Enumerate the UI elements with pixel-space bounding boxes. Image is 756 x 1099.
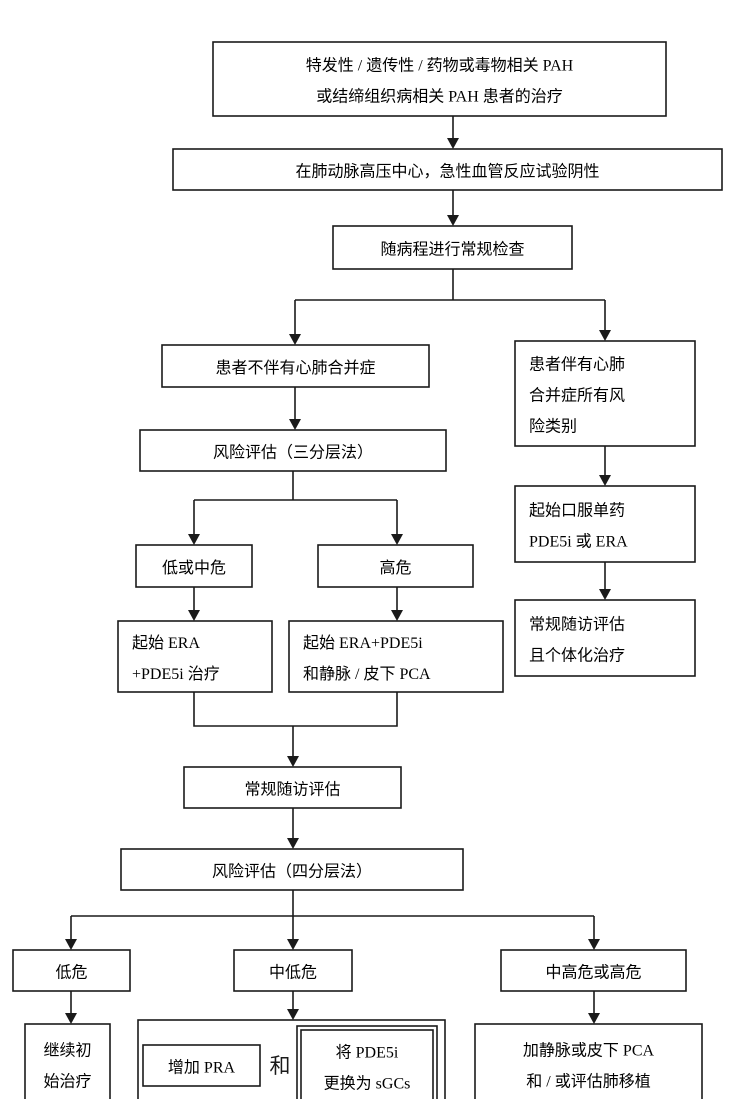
arrow-followup-to-risk4-head — [287, 838, 299, 849]
node-low — [12, 949, 131, 992]
followup-text-line: 常规随访评估 — [244, 781, 340, 799]
node-add-iv — [474, 1023, 703, 1099]
start-era-pca-text-line: 和静脉 / 皮下 PCA — [303, 665, 431, 683]
node-box — [117, 620, 273, 693]
midlow-text-line: 中低危 — [269, 964, 317, 982]
arrow-lowmid-to-start-head — [188, 610, 200, 621]
followup-ind-text-line: 且个体化治疗 — [529, 647, 625, 665]
node-midhigh — [500, 949, 687, 992]
line-merge — [193, 692, 398, 727]
node-box — [183, 766, 402, 809]
node-box — [332, 225, 573, 270]
node-box — [212, 41, 667, 117]
node-box — [12, 949, 131, 992]
arrow-to-low-head — [65, 939, 77, 950]
node-vaso — [172, 148, 723, 191]
node-box — [161, 344, 430, 388]
followup-ind-text-line: 常规随访评估 — [529, 616, 625, 634]
node-box — [514, 485, 696, 563]
low-text-line: 低危 — [55, 964, 87, 982]
arrow-to-comorb-head — [599, 330, 611, 341]
node-midlow — [233, 949, 353, 992]
add-pra-text-line: 增加 PRA — [168, 1059, 236, 1077]
arrow-to-midlow-head — [287, 939, 299, 950]
flow-nodes: 特发性 / 遗传性 / 药物或毒物相关 PAH 或结缔组织病相关 PAH 患者的治… — [12, 41, 723, 1099]
node-box — [317, 544, 474, 588]
switch-text-line: 将 PDE5i — [336, 1044, 399, 1062]
arrow-low-to-continue-head — [65, 1013, 77, 1024]
node-lowmid — [135, 544, 253, 588]
arrow-merge-to-followup-head — [287, 756, 299, 767]
node-box — [514, 340, 696, 447]
arrow-to-lowmid-head — [188, 534, 200, 545]
node-risk3 — [139, 429, 447, 472]
node-box — [500, 949, 687, 992]
node-comorb — [514, 340, 696, 447]
node-box — [172, 148, 723, 191]
node-oral — [514, 485, 696, 563]
arrow-high-to-start-head — [391, 610, 403, 621]
node-switch — [296, 1025, 438, 1099]
node-followup — [183, 766, 402, 809]
midhigh-text-line: 中高危或高危 — [545, 964, 641, 982]
flow-connectors — [65, 116, 611, 1024]
node-box — [135, 544, 253, 588]
top-text-line: 特发性 / 遗传性 / 药物或毒物相关 PAH — [306, 57, 574, 75]
no-comorb-text-line: 患者不伴有心肺合并症 — [215, 359, 375, 377]
node-start-era — [117, 620, 273, 693]
risk3-text-line: 风险评估（三分层法） — [213, 444, 373, 462]
continue-text-line: 始治疗 — [43, 1073, 91, 1091]
arrow-oral-to-followup-ind-head — [599, 589, 611, 600]
arrow-vaso-to-routine-head — [447, 215, 459, 226]
risk4-text-line: 风险评估（四分层法） — [212, 863, 372, 881]
lowmid-text-line: 低或中危 — [162, 559, 226, 577]
node-box — [474, 1023, 703, 1099]
comorb-text-line: 患者伴有心肺 — [529, 356, 625, 374]
routine-text-line: 随病程进行常规检查 — [380, 241, 524, 259]
top-text-line: 或结缔组织病相关 PAH 患者的治疗 — [316, 88, 563, 106]
add-iv-text-line: 加静脉或皮下 PCA — [523, 1042, 655, 1060]
switch-text-line: 更换为 sGCs — [324, 1075, 411, 1093]
node-add-pra — [142, 1044, 261, 1087]
node-box — [142, 1044, 261, 1087]
node-followup-ind — [514, 599, 696, 677]
node-box — [120, 848, 464, 891]
comorb-text-line: 合并症所有风 — [529, 387, 625, 405]
node-risk4 — [120, 848, 464, 891]
node-box — [288, 620, 504, 693]
node-continue — [24, 1023, 111, 1099]
add-iv-text-line: 和 / 或评估肺移植 — [526, 1073, 650, 1091]
oral-text-line: 起始口服单药 — [529, 502, 625, 520]
oral-text-line: PDE5i 或 ERA — [529, 533, 628, 551]
node-top — [212, 41, 667, 117]
arrow-midlow-to-options-head — [287, 1009, 299, 1020]
and-label: 和 — [270, 1054, 291, 1078]
arrow-no-comorb-to-risk3-head — [289, 419, 301, 430]
arrow-to-no-comorb-head — [289, 334, 301, 345]
node-start-era-pca — [288, 620, 504, 693]
vaso-text-line: 在肺动脉高压中心，急性血管反应试验阴性 — [295, 162, 599, 181]
node-box — [514, 599, 696, 677]
node-box — [233, 949, 353, 992]
high-text-line: 高危 — [379, 559, 411, 577]
arrow-comorb-to-oral-head — [599, 475, 611, 486]
arrow-to-high-head — [391, 534, 403, 545]
start-era-text-line: 起始 ERA — [132, 634, 200, 652]
node-box-inner — [300, 1029, 434, 1099]
node-box — [24, 1023, 111, 1099]
node-no-comorb — [161, 344, 430, 388]
start-era-text-line: +PDE5i 治疗 — [132, 665, 220, 683]
continue-text-line: 继续初 — [43, 1042, 91, 1060]
node-routine — [332, 225, 573, 270]
arrow-top-to-vaso-head — [447, 138, 459, 149]
start-era-pca-text-line: 起始 ERA+PDE5i — [303, 634, 423, 652]
arrow-to-midhigh-head — [588, 939, 600, 950]
node-box — [139, 429, 447, 472]
comorb-text-line: 险类别 — [529, 418, 577, 436]
arrow-midhigh-to-add-head — [588, 1013, 600, 1024]
node-high — [317, 544, 474, 588]
